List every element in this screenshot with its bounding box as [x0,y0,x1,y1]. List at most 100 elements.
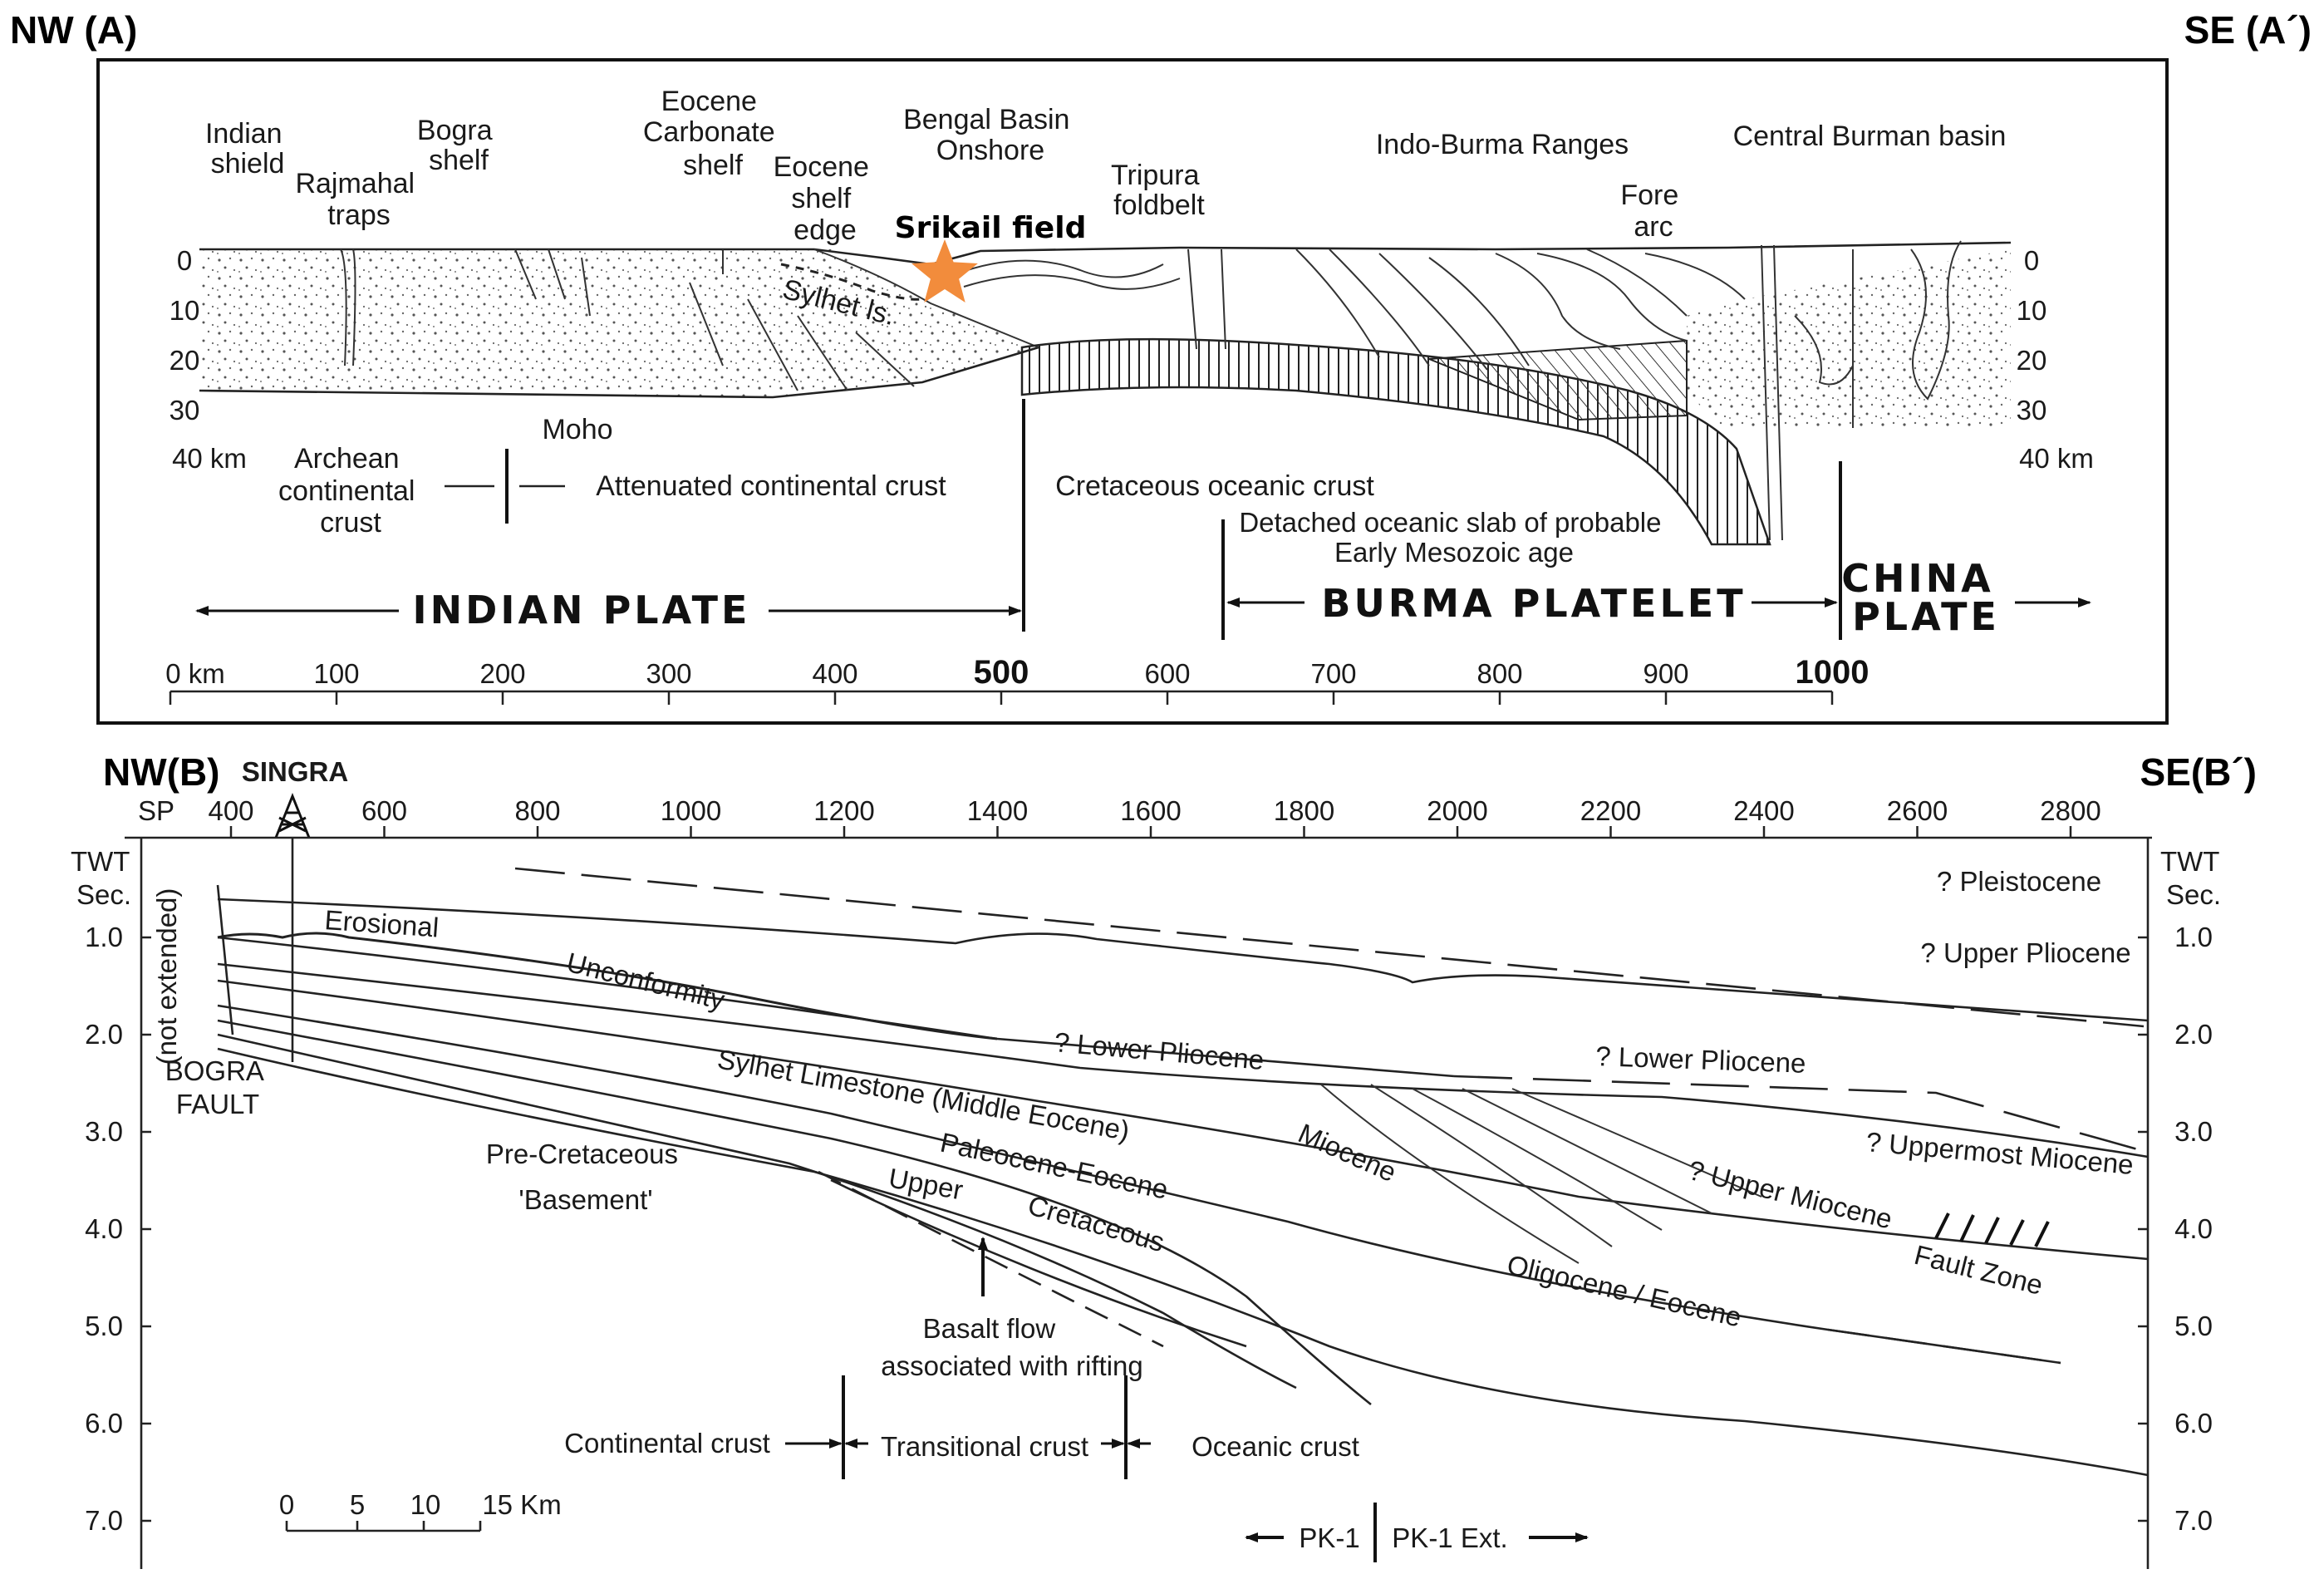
sp-tick-label: 800 [514,795,560,826]
twt-tick-label-right: 1.0 [2174,922,2213,952]
label-detached-slab: Detached oceanic slab of probable Early … [1239,507,1668,568]
distance-tick-label: 300 [646,658,691,689]
sp-tick-label: 2800 [2040,795,2100,826]
label-indian-plate: INDIAN PLATE [413,588,751,632]
label-indo-burma-ranges: Indo-Burma Ranges [1376,129,1629,160]
horizon-basement [217,1047,2149,1477]
label-srikail-field: Srikail field [895,211,1087,245]
china-plate-crust-fill [1687,249,2011,428]
shelf-faults [340,248,915,391]
twt-axis-right: 1.02.03.04.05.06.07.0 [2138,922,2213,1536]
label-sylhet-limestone: Sylhet Limestone (Middle Eocene) [715,1043,1132,1146]
surface-line [199,241,2012,266]
label-singra: SINGRA [242,756,348,787]
fold-belt-lines [955,240,1962,541]
depth-tick-right: 40 km [2019,443,2094,474]
panel-a-corner-right: SE (A´) [2184,8,2312,52]
miocene-wedge [1511,1088,1762,1198]
label-bogra-shelf: Bogra shelf [417,115,500,176]
distance-tick-label: 100 [313,658,359,689]
panel-b-corner-right: SE(B´) [2140,750,2257,794]
twt-title-left: TWT Sec. [71,846,137,910]
label-upper-pliocene: ? Upper Pliocene [1920,937,2130,968]
distance-tick-label: 600 [1144,658,1190,689]
miocene-wedge [1462,1088,1712,1214]
sp-tick-label: 1600 [1120,795,1181,826]
horizon-upper-pliocene [217,898,2149,1022]
label-tripura-foldbelt: Tripura foldbelt [1111,160,1207,221]
sylhet-ls-line [780,263,923,301]
sp-tick-label: 2200 [1580,795,1641,826]
distance-tick-label: 700 [1310,658,1356,689]
horizon-basalt-lower [830,1178,1247,1348]
sp-tick-label: 2000 [1427,795,1487,826]
distance-tick-label: 400 [812,658,857,689]
horizon-uppermost-miocene [217,962,2149,1158]
label-continental-crust: Continental crust [564,1428,770,1458]
label-pre-cretaceous: Pre-Cretaceous 'Basement' [486,1139,685,1215]
scale-tick: 10 [410,1489,441,1520]
fault-zone-marks [1934,1212,2050,1247]
label-lower-pliocene-2: ? Lower Pliocene [1595,1040,1806,1079]
scale-tick: 0 [279,1489,294,1520]
twt-tick-label-left: 6.0 [85,1408,123,1439]
label-cretaceous-oceanic-crust: Cretaceous oceanic crust [1055,470,1374,502]
horizon-lower-pliocene-dashed [1453,1075,2145,1153]
label-china-plate: CHINA PLATE [1841,556,2011,639]
twt-tick-label-left: 2.0 [85,1019,123,1050]
distance-tick-label: 0 km [165,658,225,689]
label-pk1-ext: PK-1 Ext. [1392,1522,1507,1553]
depth-axis-right: 0 10 20 30 40 km [2017,245,2094,474]
sp-tick-label: 1800 [1274,795,1334,826]
label-bogra-fault: BOGRA FAULT [165,1055,271,1119]
depth-tick-right: 10 [2017,295,2047,326]
depth-tick-left: 0 [177,245,192,276]
miocene-wedge [1320,1084,1580,1264]
twt-tick-label-left: 7.0 [85,1505,123,1536]
horizon-lower-pliocene [217,936,1455,1078]
twt-tick-label-right: 7.0 [2174,1505,2213,1536]
sp-tick-label: 1400 [967,795,1028,826]
label-transitional-crust: Transitional crust [881,1431,1088,1462]
distance-tick-label: 200 [479,658,525,689]
depth-tick-right: 30 [2017,395,2047,425]
sp-tick-label: 2400 [1733,795,1794,826]
horizon-sylhet [217,1004,2061,1365]
horizon-sylhet-dashed [1827,1328,2061,1365]
label-oceanic-crust: Oceanic crust [1191,1431,1359,1462]
label-attenuated-crust: Attenuated continental crust [596,470,946,502]
label-bengal-basin-onshore: Bengal Basin Onshore [903,104,1078,166]
sp-tick-label: 600 [361,795,407,826]
panel-a: NW (A) SE (A´) [10,8,2312,725]
label-pleistocene: ? Pleistocene [1937,866,2101,897]
horizon-lines [216,867,2149,1477]
distance-tick-label: 1000 [1796,654,1870,691]
label-archean-crust: Archean continental crust [278,443,423,539]
label-paleocene-eocene: Paleocene-Eocene [938,1127,1171,1205]
label-erosional: Erosional [324,904,440,943]
horizon-miocene [217,979,2149,1261]
depth-tick-right: 0 [2024,245,2039,276]
bogra-fault-line [216,884,234,1035]
twt-tick-label-right: 4.0 [2174,1213,2213,1244]
label-oligocene-eocene: Oligocene / Eocene [1504,1249,1744,1333]
twt-tick-label-left: 5.0 [85,1311,123,1341]
miocene-wedge [1412,1088,1663,1231]
depth-tick-left: 20 [170,345,200,376]
depth-tick-left: 30 [170,395,200,425]
depth-tick-left: 10 [170,295,200,326]
panel-a-frame [96,58,2169,725]
horizon-paleocene [217,1019,1372,1406]
scale-tick: 15 Km [482,1489,561,1520]
well-derrick-icon [274,792,311,839]
detached-slab-fill [1428,339,1688,421]
label-burma-platelet: BURMA PLATELET [1321,581,1746,626]
label-eocene-shelf-edge: Eocene shelf edge [774,151,877,246]
label-miocene: Miocene [1294,1118,1401,1188]
label-fore-arc: Fore arc [1620,180,1686,243]
label-basalt: Basalt flow associated with rifting [881,1313,1142,1381]
label-eocene-carbonate-shelf: Eocene Carbonate shelf [643,86,783,181]
label-rajmahal-traps: Rajmahal traps [295,168,422,231]
